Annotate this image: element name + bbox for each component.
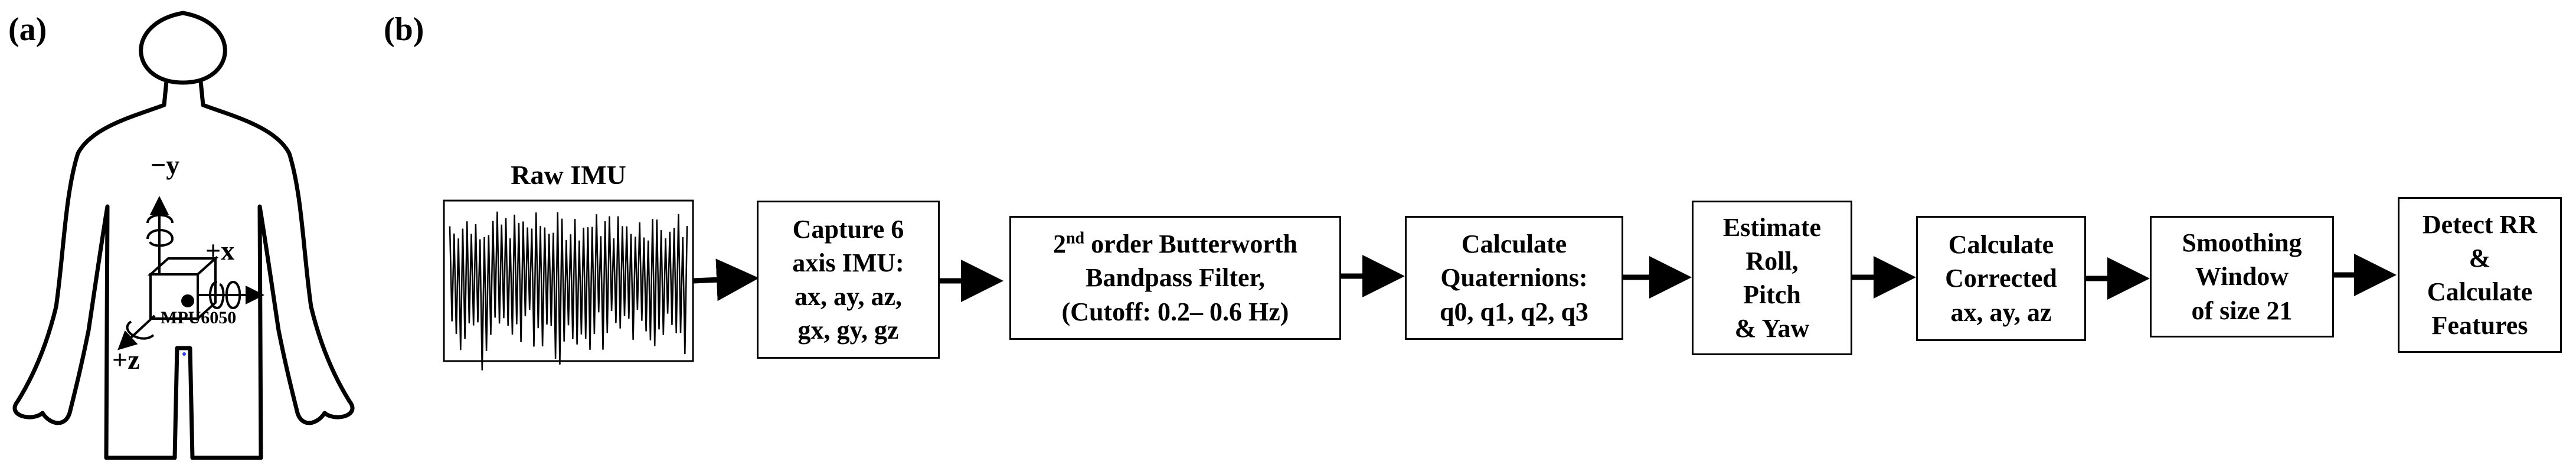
neg-y-axis — [146, 196, 174, 274]
step-calculate-quaternions: Calculate Quaternions: q0, q1, q2, q3 — [1405, 216, 1623, 340]
ordinal-suffix: nd — [1065, 229, 1085, 248]
step-text-line: Quaternions: — [1440, 263, 1588, 293]
raw-imu-waveform — [449, 211, 688, 371]
sensor-label: MPU6050 — [161, 308, 236, 327]
panel-label-b: (b) — [384, 11, 424, 48]
step-smoothing-window: Smoothing Window of size 21 — [2150, 216, 2334, 337]
ordinal-number: 2 — [1052, 230, 1066, 259]
step-calculate-corrected: Calculate Corrected ax, ay, az — [1916, 216, 2086, 341]
step-text-line: ax, ay, az, — [794, 282, 903, 311]
pos-z-axis — [117, 314, 156, 350]
arrow-raw-to-capture — [692, 258, 759, 301]
raw-imu-title: Raw IMU — [511, 160, 626, 190]
step-detect-rr-features: Detect RR & Calculate Features — [2398, 197, 2562, 353]
body-silhouette — [12, 11, 355, 460]
panel-label-a: (a) — [8, 11, 47, 48]
step-text-line: Calculate — [1948, 230, 2054, 260]
step-text-line: Pitch — [1743, 280, 1801, 309]
filter-order-text: order Butterworth — [1084, 230, 1298, 259]
pos-x-axis — [198, 281, 264, 310]
step-text-line: Smoothing — [2182, 228, 2302, 258]
step-text-line: Features — [2431, 311, 2528, 340]
step-text-line: ax, ay, az — [1950, 297, 2052, 327]
step-text-line: Bandpass Filter, — [1085, 263, 1265, 293]
step-capture-imu: Capture 6 axis IMU: ax, ay, az, gx, gy, … — [757, 201, 940, 359]
step-text-line: Calculate — [2427, 277, 2533, 306]
step-text-line: Detect RR — [2422, 209, 2538, 239]
pos-z-label: +z — [112, 345, 140, 375]
step-text-line: Window — [2195, 262, 2289, 291]
step-text-line: & Yaw — [1734, 314, 1810, 343]
step-estimate-roll-pitch-yaw: Estimate Roll, Pitch & Yaw — [1692, 201, 1852, 355]
step-text-line: 2nd order Butterworth — [1053, 227, 1297, 261]
step-text-line: gx, gy, gz — [797, 316, 899, 345]
pos-x-label: +x — [205, 235, 234, 266]
navel-dot — [182, 352, 186, 356]
step-butterworth-filter: 2nd order Butterworth Bandpass Filter, (… — [1009, 216, 1341, 340]
step-text-line: axis IMU: — [792, 248, 904, 277]
step-text-line: Roll, — [1745, 246, 1799, 276]
step-text-line: q0, q1, q2, q3 — [1440, 297, 1588, 326]
step-text-line: & — [2469, 243, 2491, 273]
step-text-line: Calculate — [1461, 230, 1567, 259]
step-text-line: (Cutoff: 0.2– 0.6 Hz) — [1061, 297, 1289, 326]
step-text-line: Corrected — [1945, 264, 2057, 293]
neg-y-label: −y — [151, 150, 179, 180]
step-text-line: of size 21 — [2191, 296, 2293, 325]
step-text-line: Capture 6 — [792, 214, 904, 244]
step-text-line: Estimate — [1722, 212, 1822, 242]
